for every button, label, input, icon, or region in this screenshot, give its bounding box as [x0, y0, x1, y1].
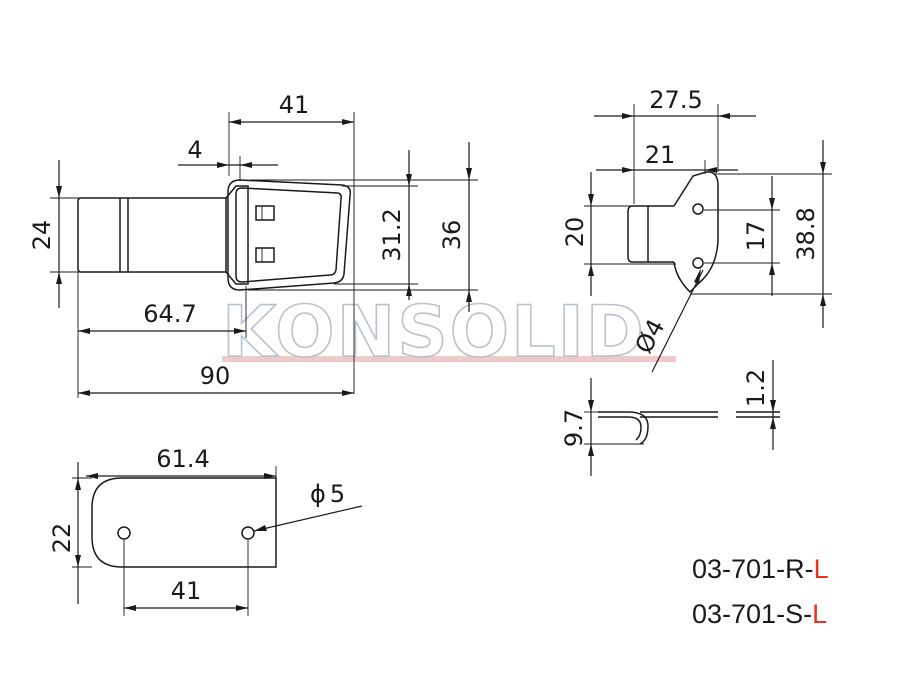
dim-label-inner-height: 31.2 — [378, 208, 406, 261]
profile-view: 9.7 1.2 — [560, 360, 780, 476]
part-codes: 03-701-R-L 03-701-S-L — [692, 554, 829, 629]
dim-label-total-length: 90 — [200, 362, 231, 390]
dim-label-base-height: 24 — [28, 220, 56, 251]
hinge-slot-top — [255, 205, 275, 221]
arrowhead — [56, 186, 62, 198]
arrowhead — [406, 284, 412, 296]
arrowhead — [769, 263, 775, 275]
arrowhead — [56, 272, 62, 284]
hinge-slot-bottom — [255, 247, 275, 263]
dim-label-total-depth: 27.5 — [649, 86, 702, 114]
lever-hole-lower — [692, 257, 704, 269]
arrowhead — [78, 328, 90, 334]
latch-wire-hook-inner — [235, 187, 342, 283]
arrowhead — [234, 328, 246, 334]
arrowhead — [406, 174, 412, 186]
dim-label-hook-lip: 4 — [187, 136, 202, 164]
dim-label-base-height: 20 — [561, 217, 589, 248]
arrowhead — [820, 294, 826, 306]
dim-label-keeper-length: 61.4 — [156, 445, 209, 473]
dim-label-hook-length: 41 — [279, 91, 310, 119]
dim-label-keeper-height: 22 — [48, 523, 76, 554]
side-base — [627, 205, 649, 263]
arrowhead — [240, 162, 252, 168]
arrowhead — [466, 168, 472, 180]
profile-curl — [598, 411, 649, 445]
arrowhead — [466, 290, 472, 302]
watermark: KONSOLID — [221, 290, 676, 374]
arrowhead — [86, 473, 98, 479]
arrowhead — [236, 605, 248, 611]
leader-keeper-hole — [253, 505, 363, 532]
arrowhead — [124, 605, 136, 611]
keeper-hole-right — [241, 526, 255, 540]
keeper-hole-left — [117, 526, 131, 540]
dim-label-total-height: 38.8 — [792, 207, 820, 260]
arrowhead — [820, 162, 826, 174]
arrowhead — [622, 167, 634, 173]
arrowhead — [75, 555, 81, 567]
side-lever — [673, 171, 719, 294]
latch-side-view: 27.5 21 20 17 38.8 Ø4 — [561, 86, 832, 373]
arrowhead — [770, 400, 776, 412]
arrowhead — [75, 478, 81, 490]
dim-label-outer-height: 36 — [438, 220, 466, 251]
part-code-1: 03-701-R-L — [692, 554, 829, 584]
arrowhead — [342, 390, 354, 396]
dim-label-hole-spacing: 17 — [742, 221, 770, 252]
arrowhead — [588, 194, 594, 206]
arrowhead — [588, 444, 594, 456]
arrowhead — [78, 390, 90, 396]
lever-hole-upper — [692, 203, 704, 215]
dim-label-partial-depth: 21 — [645, 141, 676, 169]
arrowhead — [588, 400, 594, 412]
arrowhead — [770, 417, 776, 429]
dim-label-thickness: 1.2 — [742, 369, 770, 407]
dim-label-base-length: 64.7 — [143, 300, 196, 328]
dim-label-keeper-hole-spacing: 41 — [171, 577, 202, 605]
arrowhead — [622, 113, 634, 119]
part-code-2: 03-701-S-L — [692, 599, 827, 629]
arrowhead — [264, 473, 276, 479]
arrowhead — [217, 162, 229, 168]
arrowhead — [254, 525, 267, 531]
arrowhead — [342, 119, 354, 125]
arrowhead — [769, 198, 775, 210]
arrowhead — [229, 119, 241, 125]
watermark-band — [222, 356, 676, 362]
latch-base-plate — [77, 197, 227, 273]
latch-hinge — [225, 185, 249, 285]
latch-wire-hook-outer — [227, 179, 352, 291]
keeper-plate — [91, 477, 277, 568]
watermark-text: KONSOLID — [222, 291, 646, 373]
arrowhead — [718, 113, 730, 119]
arrowhead — [705, 167, 717, 173]
latch-top-view: 41 4 24 31.2 36 64.7 — [28, 91, 478, 398]
leader-hole-diameter — [651, 269, 704, 373]
dim-label-profile-height: 9.7 — [560, 409, 588, 447]
arrowhead — [588, 264, 594, 276]
arrowhead — [694, 268, 701, 284]
